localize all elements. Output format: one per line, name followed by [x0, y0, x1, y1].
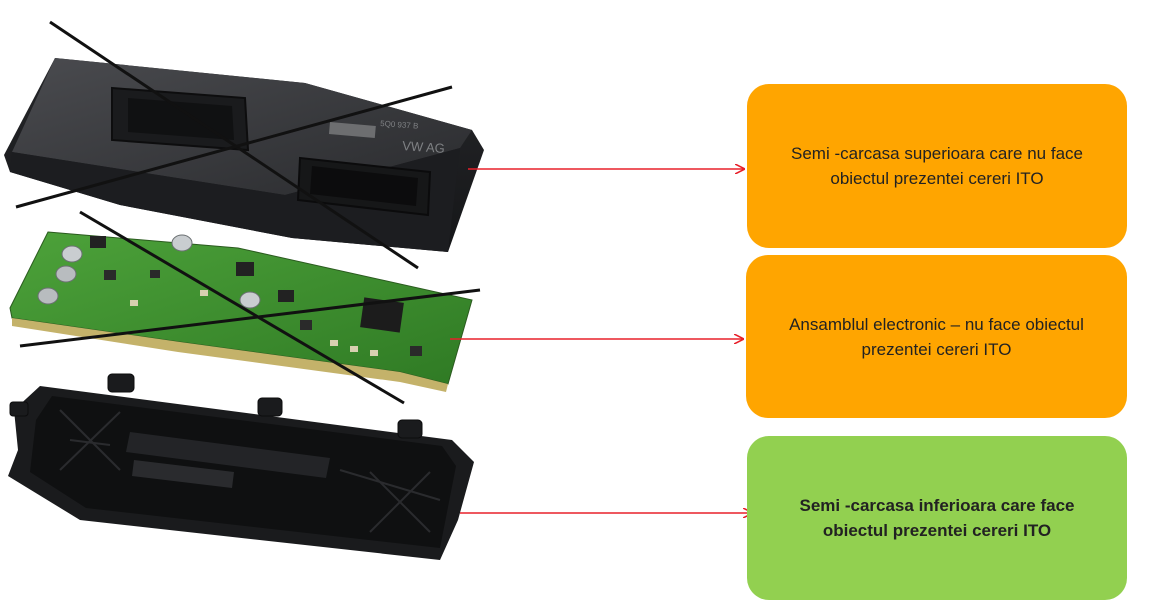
upper-housing-label: Semi -carcasa superioara care nu face ob… — [791, 144, 1083, 188]
smd-components — [90, 236, 422, 356]
housing-part-number-text: 5Q0 937 B — [380, 119, 419, 131]
mounting-clips — [9, 373, 423, 439]
electronic-assembly-label-box: Ansamblul electronic – nu face obiectul … — [746, 255, 1127, 418]
lower-housing-label-box: Semi -carcasa inferioara care face obiec… — [747, 436, 1127, 600]
cross-out-upper-housing — [15, 20, 453, 270]
manufacturer-label: VW AG 5Q0 937 B — [328, 119, 446, 156]
upper-connector-socket — [111, 86, 250, 152]
cross-out-electronic-assembly — [19, 210, 481, 405]
lower-housing-ribs — [59, 409, 441, 533]
lower-housing — [8, 373, 474, 560]
upper-housing-label-box: Semi -carcasa superioara care nu face ob… — [747, 84, 1127, 248]
microcontroller-chip — [360, 297, 404, 333]
upper-housing: VW AG 5Q0 937 B — [4, 58, 484, 252]
electronic-assembly-label: Ansamblul electronic – nu face obiectul … — [789, 314, 1084, 359]
lower-housing-label: Semi -carcasa inferioara care face obiec… — [799, 496, 1075, 540]
side-connector-socket — [296, 156, 432, 217]
capacitors — [37, 234, 261, 309]
arrows — [450, 169, 752, 513]
housing-brand-text: VW AG — [402, 138, 446, 156]
